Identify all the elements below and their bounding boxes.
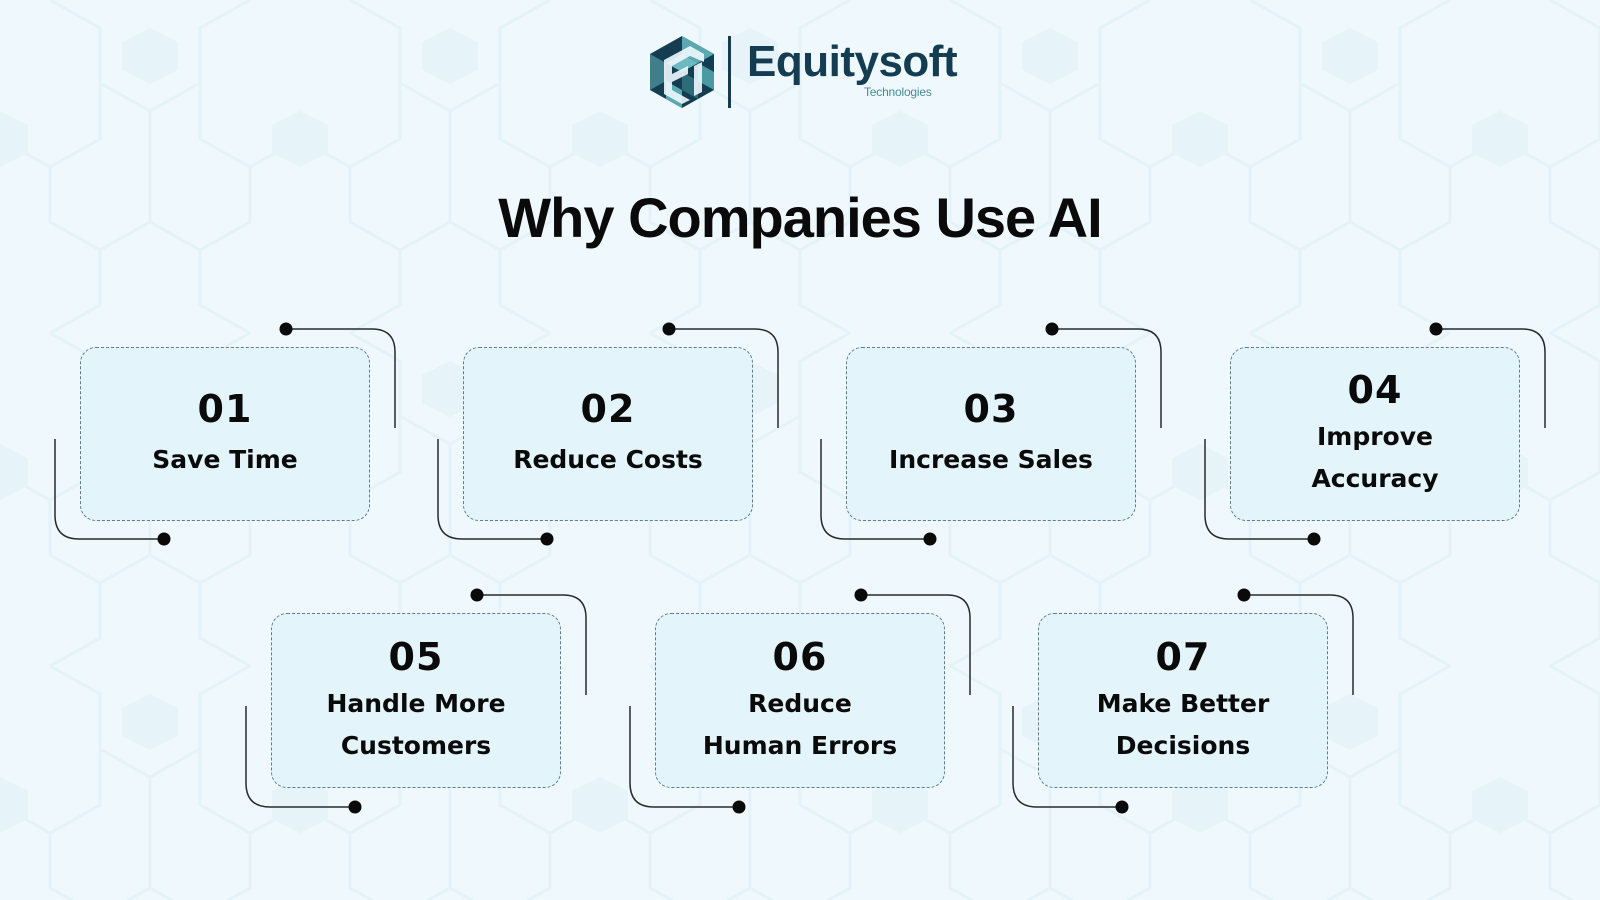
card-number: 05 — [388, 634, 444, 679]
card-number: 02 — [580, 387, 636, 431]
card-label: Improve Accuracy — [1311, 422, 1439, 493]
card-label: Increase Sales — [889, 445, 1093, 474]
card-number: 04 — [1347, 368, 1403, 412]
hexagon-es-monogram-icon — [650, 36, 714, 108]
card-make-better-decisions: 07 Make Better Decisions — [1038, 613, 1328, 788]
card-number: 07 — [1155, 634, 1211, 679]
card-label: Reduce Human Errors — [702, 688, 898, 760]
card-label: Reduce Costs — [513, 445, 703, 474]
card-increase-sales: 03 Increase Sales — [846, 347, 1136, 521]
card-label: Make Better Decisions — [1096, 688, 1270, 760]
card-number: 03 — [963, 387, 1019, 431]
logo-divider — [728, 36, 731, 108]
card-improve-accuracy: 04 Improve Accuracy — [1230, 347, 1520, 521]
card-reduce-human-errors: 06 Reduce Human Errors — [655, 613, 945, 788]
logo-subtitle: Technologies — [864, 85, 932, 99]
card-save-time: 01 Save Time — [80, 347, 370, 521]
card-reduce-costs: 02 Reduce Costs — [463, 347, 753, 521]
card-number: 01 — [197, 387, 253, 431]
logo-wordmark: Equitysoft — [747, 37, 958, 86]
card-label: Handle More Customers — [326, 688, 506, 760]
card-number: 06 — [772, 634, 828, 679]
card-handle-more-customers: 05 Handle More Customers — [271, 613, 561, 788]
page-title: Why Companies Use AI — [498, 186, 1102, 249]
card-label: Save Time — [152, 445, 298, 474]
